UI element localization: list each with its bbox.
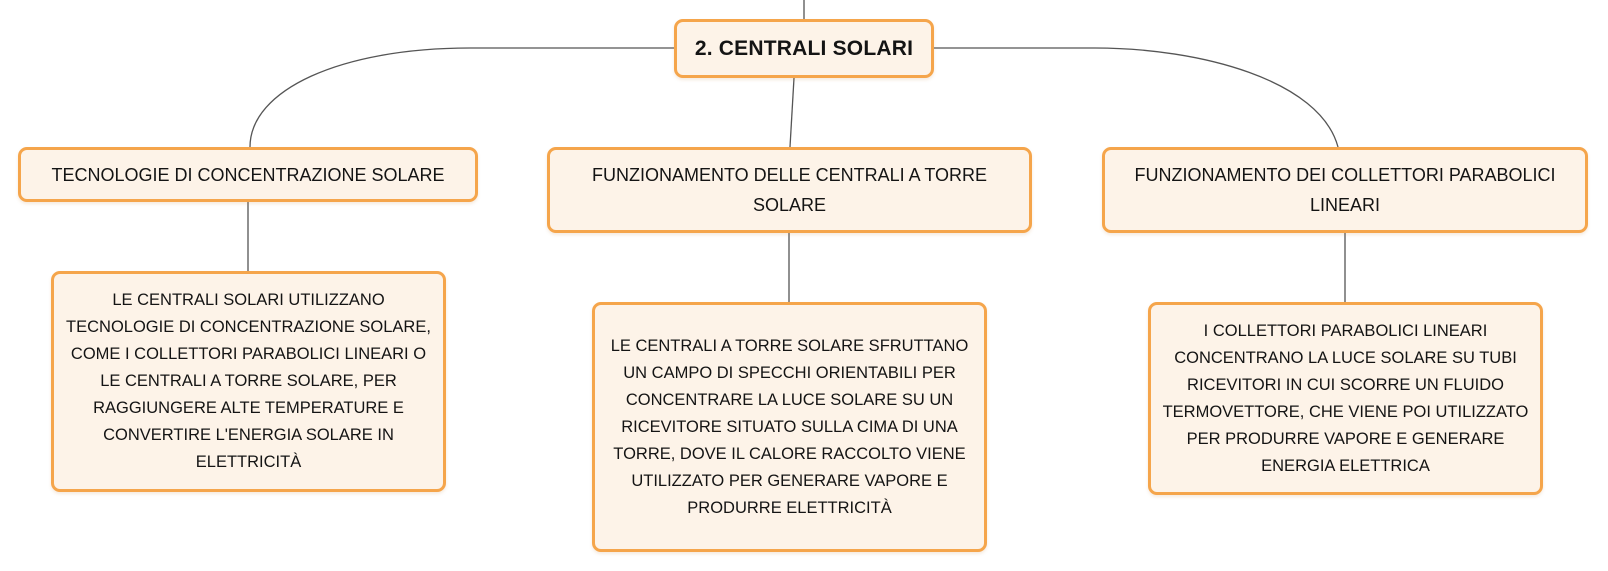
topic-node-concentration-technologies[interactable]: TECNOLOGIE DI CONCENTRAZIONE SOLARE	[18, 147, 478, 202]
connector-root-to-topic-1	[249, 47, 674, 148]
topic-node-parabolic-collectors-operation[interactable]: FUNZIONAMENTO DEI COLLETTORI PARABOLICI …	[1102, 147, 1588, 233]
topic-node-label: FUNZIONAMENTO DEI COLLETTORI PARABOLICI …	[1134, 165, 1556, 215]
topic-node-solar-tower-operation[interactable]: FUNZIONAMENTO DELLE CENTRALI A TORRE SOL…	[547, 147, 1032, 233]
detail-node-text: LE CENTRALI SOLARI UTILIZZANO TECNOLOGIE…	[66, 291, 431, 471]
detail-node-concentration-technologies[interactable]: LE CENTRALI SOLARI UTILIZZANO TECNOLOGIE…	[51, 271, 446, 492]
topic-node-label: TECNOLOGIE DI CONCENTRAZIONE SOLARE	[51, 164, 445, 185]
detail-node-solar-tower-operation[interactable]: LE CENTRALI A TORRE SOLARE SFRUTTANO UN …	[592, 302, 987, 552]
connector-root-to-topic-3	[934, 47, 1339, 148]
root-node[interactable]: 2. CENTRALI SOLARI	[674, 19, 934, 78]
connector-root-to-topic-2	[789, 77, 795, 148]
detail-node-text: LE CENTRALI A TORRE SOLARE SFRUTTANO UN …	[610, 336, 969, 517]
topic-node-label: FUNZIONAMENTO DELLE CENTRALI A TORRE SOL…	[591, 165, 988, 215]
detail-node-parabolic-collectors-operation[interactable]: I COLLETTORI PARABOLICI LINEARI CONCENTR…	[1148, 302, 1543, 495]
detail-node-text: I COLLETTORI PARABOLICI LINEARI CONCENTR…	[1162, 321, 1529, 475]
root-node-label: 2. CENTRALI SOLARI	[694, 36, 914, 60]
